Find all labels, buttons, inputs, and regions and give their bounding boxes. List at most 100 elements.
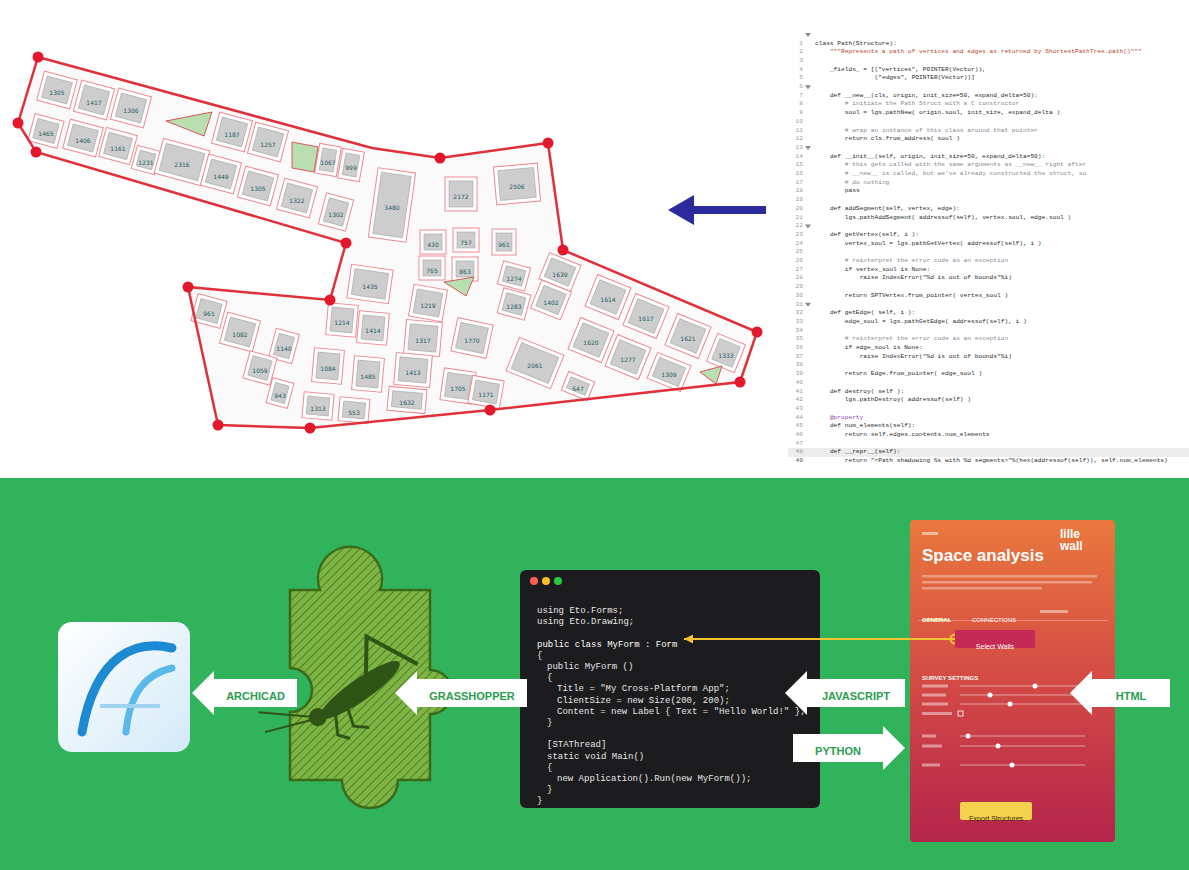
green-patch xyxy=(292,142,318,172)
area-number: 1302 xyxy=(328,212,343,218)
block-arrow xyxy=(395,671,527,715)
area-number: 1084 xyxy=(320,366,335,372)
fold-marker xyxy=(805,146,811,150)
code-text: new Application().Run(new MyForm()); xyxy=(557,774,751,785)
area-number: 1449 xyxy=(213,174,228,180)
code-line: return "<Path shadowing %s with %d segme… xyxy=(845,457,1168,466)
code-text: { xyxy=(537,651,542,662)
label-holder: 2316 xyxy=(174,153,189,171)
code-line: if edge_soul is None: xyxy=(845,344,923,353)
blue-arrow-head xyxy=(668,195,694,225)
parcel xyxy=(338,148,365,181)
green-patch xyxy=(166,112,212,136)
area-number: 1465 xyxy=(38,131,53,137)
label-holder: # reinterpret the error code as an excep… xyxy=(845,326,1008,344)
code-line: _fields_ = [("vertices", POINTER(Vector)… xyxy=(830,66,986,75)
text-holder: Export Structures xyxy=(969,807,1023,825)
parcel xyxy=(468,375,504,408)
parcel-outline xyxy=(451,318,493,359)
label-holder: 2061 xyxy=(527,354,542,372)
code-line: def addSegment(self, vertex, edge): xyxy=(830,205,960,214)
area-number: 1406 xyxy=(75,138,90,144)
line-number: 49 xyxy=(796,457,803,466)
faint-text xyxy=(922,703,948,706)
label-holder: def getEdge( self, i ): xyxy=(830,300,915,318)
parcel-outline xyxy=(326,303,359,337)
label-holder: 28 xyxy=(796,265,803,283)
label-holder: 3 xyxy=(799,48,803,66)
parcel-outline xyxy=(276,178,317,218)
label-holder: 20 xyxy=(796,196,803,214)
label-holder: 1161 xyxy=(110,137,125,155)
line-number: 1 xyxy=(799,40,803,49)
code-line: pass xyxy=(845,187,860,196)
building-footprint xyxy=(457,232,475,248)
code-text: { xyxy=(547,763,552,774)
area-number: 1705 xyxy=(450,386,465,392)
code-line: lgs.pathAddSegment( addressof(self), ver… xyxy=(845,214,1072,223)
line-number: 6 xyxy=(799,83,803,92)
parcel xyxy=(451,318,493,359)
area-number: 1413 xyxy=(405,370,420,376)
building-footprint xyxy=(628,299,664,334)
code-line: # reinterpret the error code as an excep… xyxy=(845,335,1008,344)
area-number: 2316 xyxy=(174,162,189,168)
building-footprint xyxy=(373,172,411,238)
fold-markers xyxy=(805,33,811,307)
text-holder: } xyxy=(537,789,542,807)
line-number: 22 xyxy=(796,222,803,231)
code-text: using Eto.Forms; xyxy=(537,606,623,617)
line-number: 10 xyxy=(796,118,803,127)
slider-knob xyxy=(996,744,1001,749)
building-footprint xyxy=(224,317,255,347)
label-holder: 15 xyxy=(796,152,803,170)
block-arrow xyxy=(1070,671,1170,715)
text-holder: PYTHON xyxy=(815,741,861,759)
blue-arrow xyxy=(668,195,766,225)
area-number: 1059 xyxy=(252,368,267,374)
line-number: 31 xyxy=(796,301,803,310)
text-holder: lille wall xyxy=(1060,528,1096,552)
label-holder: 1402 xyxy=(543,291,558,309)
label-holder: 24 xyxy=(796,231,803,249)
line-number: 7 xyxy=(799,92,803,101)
code-line: def __init__(self, origin, init_size=50,… xyxy=(830,153,1045,162)
building-footprint xyxy=(398,357,428,383)
parcels xyxy=(28,71,746,423)
area-number: 1306 xyxy=(123,108,138,114)
line-number: 30 xyxy=(796,292,803,301)
label-holder: 1417 xyxy=(86,91,101,109)
code-text: using Eto.Drawing; xyxy=(537,617,634,628)
grasshopper-leg xyxy=(342,703,369,734)
code-text: [STAThread] xyxy=(547,740,606,751)
slider-knob xyxy=(966,734,971,739)
parcel xyxy=(338,397,370,424)
area-number: 553 xyxy=(348,410,359,416)
label-holder: 1617 xyxy=(638,307,653,325)
building-footprint xyxy=(159,143,205,180)
green-patch xyxy=(444,277,474,296)
line-number: 20 xyxy=(796,205,803,214)
area-number: 2172 xyxy=(453,194,468,200)
label-holder: 29 xyxy=(796,274,803,292)
code-line: vertex_soul = lgs.pathGetVertex( address… xyxy=(845,240,1042,249)
label-holder: 1 xyxy=(799,31,803,49)
faint-text xyxy=(922,694,946,697)
parcel-outline xyxy=(665,313,711,358)
faint-text xyxy=(922,735,936,738)
label-holder: 2172 xyxy=(453,185,468,203)
code-text: } xyxy=(547,785,552,796)
fold-marker xyxy=(805,33,811,37)
parcel-outline xyxy=(497,288,531,320)
area-number: 1485 xyxy=(360,374,375,380)
pointer-connector xyxy=(684,638,955,640)
parcel xyxy=(347,264,393,304)
label-holder: 41 xyxy=(796,379,803,397)
flow-arrow: PYTHON xyxy=(793,726,905,770)
sliders xyxy=(922,684,1085,768)
building-footprint xyxy=(610,340,646,375)
parcel xyxy=(408,284,447,321)
code-line: # this gets called with the same argumen… xyxy=(845,161,1086,170)
code-text: Content = new Label { Text = "Hello Worl… xyxy=(557,707,805,718)
